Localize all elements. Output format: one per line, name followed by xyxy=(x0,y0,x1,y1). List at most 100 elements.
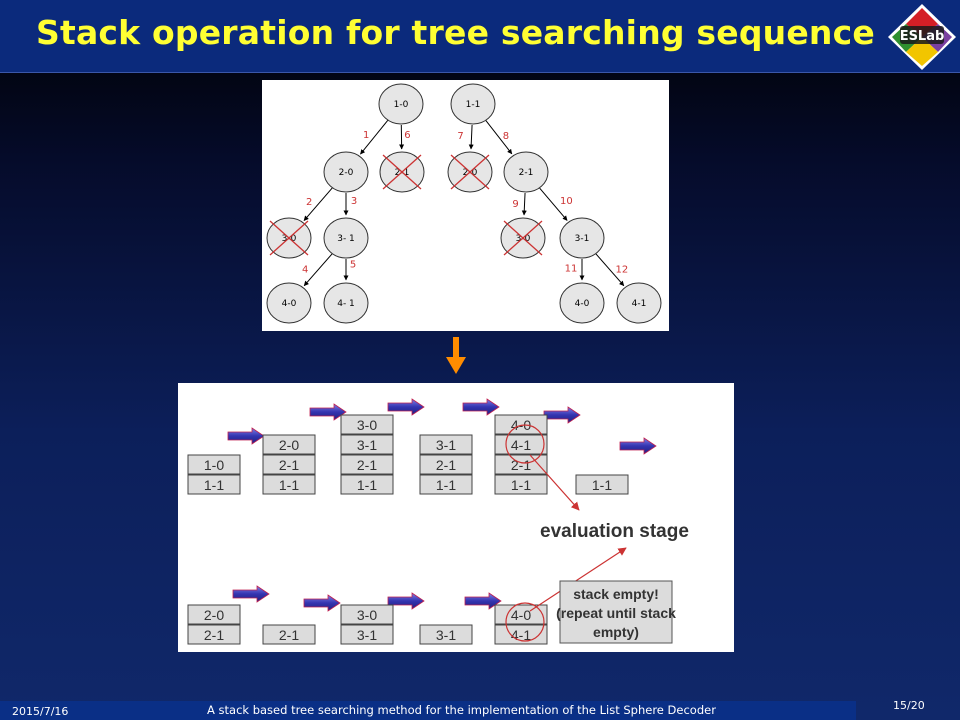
stack-snapshot: 1-1 xyxy=(575,474,629,495)
stack-snapshot: 1-01-1 xyxy=(187,454,241,495)
tree-node: 4-1 xyxy=(616,282,662,324)
stack-snapshot: 4-04-1 xyxy=(494,604,548,645)
stack-cell-label: 2-1 xyxy=(279,627,299,643)
stack-annotations: evaluation stage stack empty! (repeat un… xyxy=(505,424,689,644)
stack-cell xyxy=(419,624,473,645)
stack-empty-line-2: (repeat until stack xyxy=(556,605,676,621)
tree-node: 4-0 xyxy=(559,282,605,324)
stack-cell-label: 3-1 xyxy=(357,437,377,453)
stack-cell xyxy=(340,604,394,625)
tree-node-label: 2-1 xyxy=(395,168,410,178)
edge-order-label: 11 xyxy=(565,264,578,275)
tree-node-label: 1-0 xyxy=(394,100,409,110)
pruned-cross-mark xyxy=(503,220,543,256)
pruned-cross-mark xyxy=(382,154,422,190)
stack-cell-label: 2-1 xyxy=(357,457,377,473)
tree-node-label: 3- 1 xyxy=(337,234,355,244)
tree-edge xyxy=(521,192,527,216)
pruned-cross-mark xyxy=(269,220,309,256)
edge-order-label: 5 xyxy=(350,260,356,271)
tree-node-circle xyxy=(378,83,424,125)
edge-order-label: 6 xyxy=(404,130,410,141)
stack-step-arrows xyxy=(227,398,657,612)
step-arrow-icon xyxy=(303,594,341,612)
edge-order-label: 12 xyxy=(615,265,628,276)
stack-cell-label: 2-1 xyxy=(279,457,299,473)
stack-cell-label: 1-1 xyxy=(204,477,224,493)
tree-node-circle xyxy=(323,217,369,259)
stack-cell xyxy=(262,474,316,495)
stack-cell xyxy=(494,414,548,435)
stack-snapshot: 3-0 3-1 2-1 1-1 xyxy=(340,414,394,495)
stack-empty-line-1: stack empty! xyxy=(573,586,659,602)
stack-snapshot: 3-03-1 xyxy=(340,604,394,645)
evaluation-stage-label: evaluation stage xyxy=(540,521,689,542)
tree-node-label: 2-0 xyxy=(339,168,354,178)
tree-node-label: 3-0 xyxy=(516,234,531,244)
tree-node-circle xyxy=(503,151,549,193)
tree-node-label: 4-0 xyxy=(575,299,590,309)
footer-text: A stack based tree searching method for … xyxy=(207,703,716,717)
tree-node-circle xyxy=(323,151,369,193)
stack-snapshot: 3-12-11-1 xyxy=(419,434,473,495)
edge-order-label: 1 xyxy=(363,130,369,141)
edge-order-label: 2 xyxy=(306,197,312,208)
stack-cell xyxy=(494,474,548,495)
tree-node: 4- 1 xyxy=(323,282,369,324)
tree-edge xyxy=(485,120,513,155)
stack-cell-label: 3-0 xyxy=(357,607,377,623)
edge-order-label: 3 xyxy=(351,196,357,207)
tree-node: 2-0 xyxy=(447,151,493,193)
stack-cell-label: 3-1 xyxy=(436,627,456,643)
flow-arrow-down-icon xyxy=(446,337,466,374)
title-bar: Stack operation for tree searching seque… xyxy=(0,0,960,73)
stack-cell-label: 1-1 xyxy=(357,477,377,493)
stack-cell xyxy=(340,454,394,475)
stack-cell xyxy=(419,434,473,455)
stack-cell-label: 1-0 xyxy=(204,457,224,473)
tree-node: 2-1 xyxy=(379,151,425,193)
tree-node-circle xyxy=(559,282,605,324)
tree-node: 1-0 xyxy=(378,83,424,125)
tree-edge xyxy=(595,253,625,287)
step-arrow-icon xyxy=(227,427,265,445)
footer-bar xyxy=(0,701,856,720)
edge-order-label: 9 xyxy=(512,199,518,210)
stack-row-1: 1-01-12-02-11-13-03-12-11-13-12-11-14-04… xyxy=(187,414,629,495)
tree-node-circle xyxy=(616,282,662,324)
stack-cell-label: 4-1 xyxy=(511,437,531,453)
slide-title: Stack operation for tree searching seque… xyxy=(36,13,875,52)
tree-node-label: 4-1 xyxy=(632,299,647,309)
tree-node: 1-1 xyxy=(450,83,496,125)
step-arrow-icon xyxy=(543,406,581,424)
stack-cell-label: 1-1 xyxy=(436,477,456,493)
stack-cell xyxy=(494,604,548,625)
edge-order-label: 7 xyxy=(457,131,463,142)
step-arrow-icon xyxy=(462,398,500,416)
evaluation-arrow-top xyxy=(529,454,580,511)
tree-edge xyxy=(303,253,333,287)
tree-node: 2-1 xyxy=(503,151,549,193)
evaluation-arrow-bottom xyxy=(529,547,627,612)
stack-cell xyxy=(187,454,241,475)
tree-edge xyxy=(539,187,568,221)
stack-cell xyxy=(340,474,394,495)
stack-cell-label: 3-0 xyxy=(357,417,377,433)
stack-cell xyxy=(187,474,241,495)
stack-cell-label: 1-1 xyxy=(592,477,612,493)
stack-snapshot: 2-02-11-1 xyxy=(262,434,316,495)
logo-text: ESLab xyxy=(900,29,945,44)
tree-node-label: 3-0 xyxy=(282,234,297,244)
stack-snapshot: 4-04-12-11-1 xyxy=(494,414,548,495)
stack-cell xyxy=(419,474,473,495)
stack-cell xyxy=(262,454,316,475)
stack-snapshot: 3-1 xyxy=(419,624,473,645)
stack-cell xyxy=(419,454,473,475)
tree-edge xyxy=(468,124,474,150)
page-number: 15/20 xyxy=(893,699,925,712)
pruned-cross-mark xyxy=(450,154,490,190)
tree-edge xyxy=(303,187,333,221)
